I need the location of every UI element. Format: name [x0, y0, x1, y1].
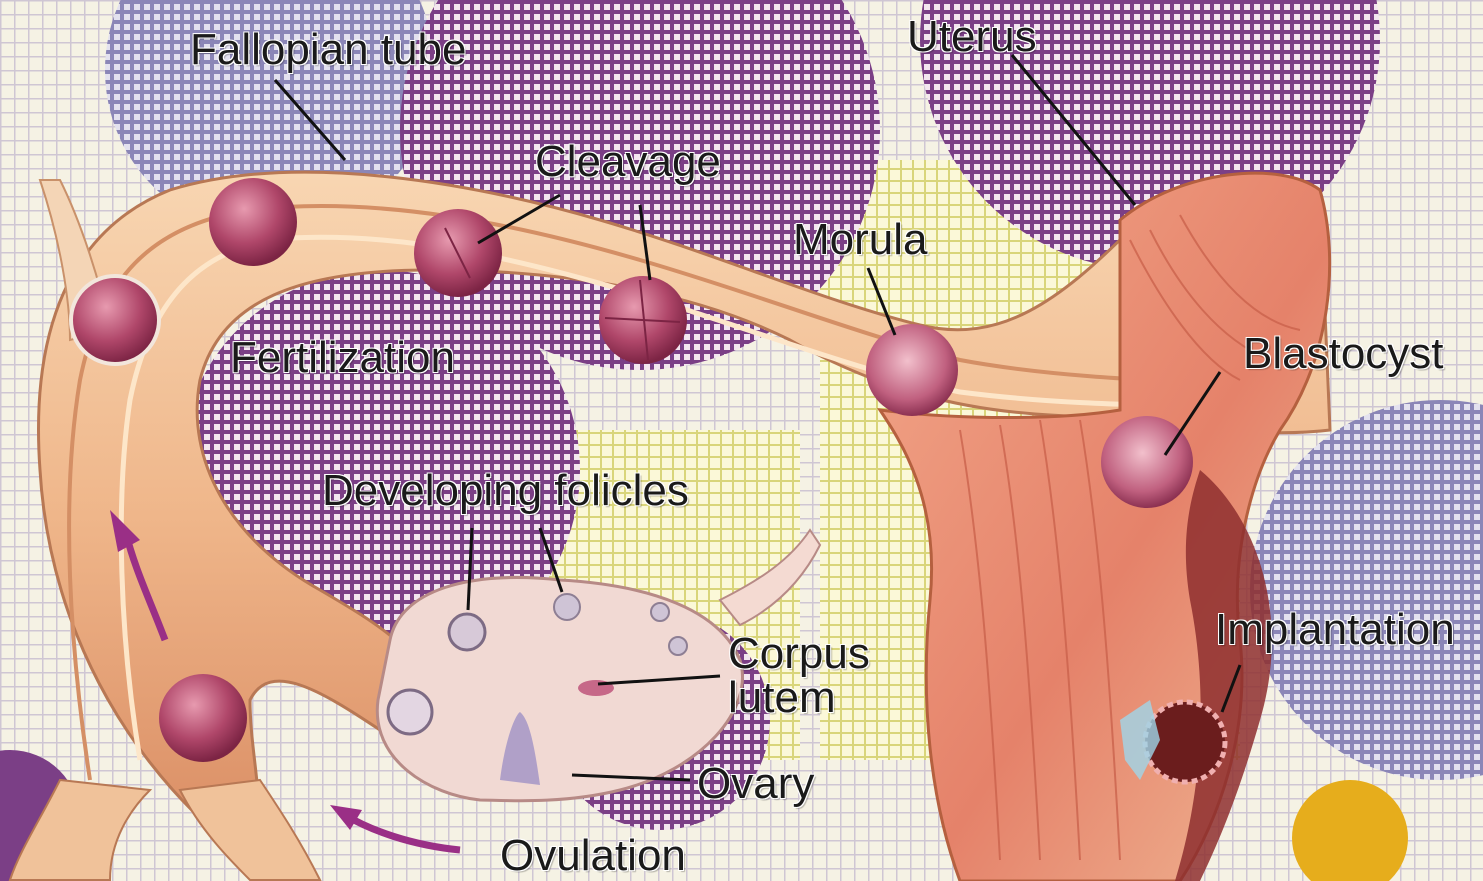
follicle — [554, 594, 580, 620]
label-fallopian-tube: Fallopian tube — [190, 28, 466, 72]
morula-ball — [866, 324, 958, 416]
label-cleavage: Cleavage — [535, 140, 721, 184]
label-developing-follicles: Developing folicles — [322, 469, 689, 513]
label-ovary: Ovary — [697, 762, 814, 806]
label-fertilization: Fertilization — [230, 336, 455, 380]
label-corpus: Corpus — [728, 632, 870, 676]
label-lutem: lutem — [728, 676, 836, 720]
label-blastocyst: Blastocyst — [1243, 332, 1444, 376]
follicle — [651, 603, 669, 621]
label-uterus: Uterus — [907, 15, 1037, 59]
label-morula: Morula — [793, 218, 928, 262]
follicle — [449, 614, 485, 650]
follicle — [388, 690, 432, 734]
fertilized-egg — [71, 276, 159, 364]
blastocyst-ball — [1101, 416, 1193, 508]
ovulated-egg — [159, 674, 247, 762]
label-ovulation: Ovulation — [500, 834, 686, 878]
zygote — [209, 178, 297, 266]
label-implantation: Implantation — [1215, 608, 1455, 652]
follicle — [669, 637, 687, 655]
